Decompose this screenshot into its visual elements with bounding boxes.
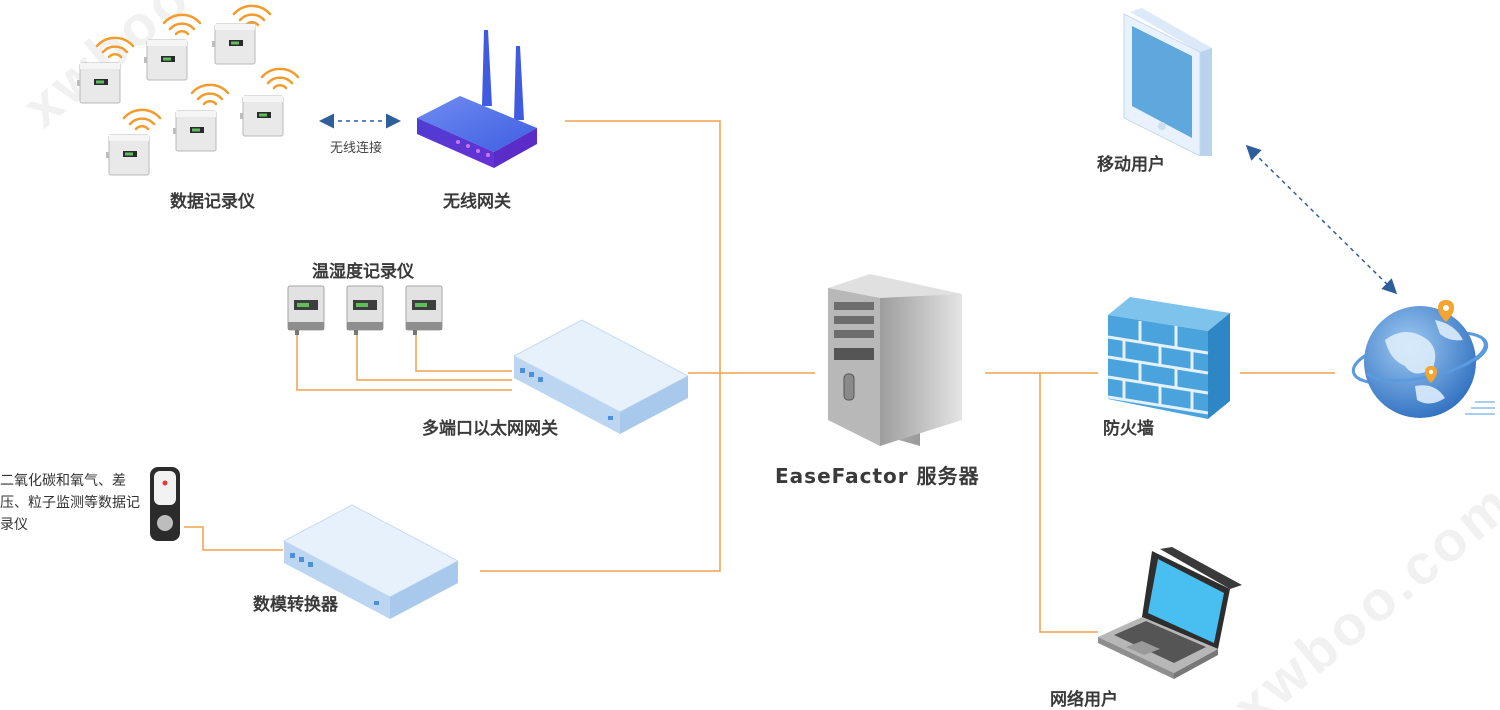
firewall-icon [1107, 297, 1230, 419]
th-loggers-label: 温湿度记录仪 [312, 262, 414, 282]
gas-logger-description: 二氧化碳和氧气、差压、粒子监测等数据记录仪 [0, 473, 140, 533]
firewall-label: 防火墙 [1103, 419, 1154, 439]
data-logger-group [76, 4, 300, 176]
wire-router-bus [480, 120, 721, 572]
th-logger-icon [287, 285, 325, 336]
wire-laptop [1039, 373, 1098, 633]
wire-sensor [184, 526, 283, 551]
ethernet-gateway-label: 多端口以太网网关 [422, 419, 558, 439]
server-label: EaseFactor 服务器 [775, 464, 980, 488]
data-loggers-label: 数据记录仪 [170, 192, 255, 212]
logger-icon [76, 62, 121, 104]
ethernet-gateway-icon [512, 319, 690, 434]
wireless-link-label: 无线连接 [330, 141, 383, 156]
laptop-icon [1098, 547, 1242, 679]
wire-th3 [415, 334, 512, 372]
server-tower-icon [828, 274, 962, 446]
mobile-link-arrow [1245, 144, 1398, 295]
wire-th1 [296, 334, 512, 391]
router-icon [417, 30, 537, 168]
ad-converter-label: 数模转换器 [253, 595, 338, 615]
tablet-icon [1123, 8, 1212, 156]
wire-th2 [356, 334, 512, 381]
wireless-gateway-label: 无线网关 [443, 192, 511, 212]
th-logger-group [287, 285, 443, 336]
ad-converter-icon [282, 504, 460, 619]
network-user-label: 网络用户 [1050, 690, 1118, 710]
mobile-user-label: 移动用户 [1097, 155, 1165, 175]
sensor-icon [150, 467, 180, 541]
globe-icon [1351, 300, 1495, 418]
